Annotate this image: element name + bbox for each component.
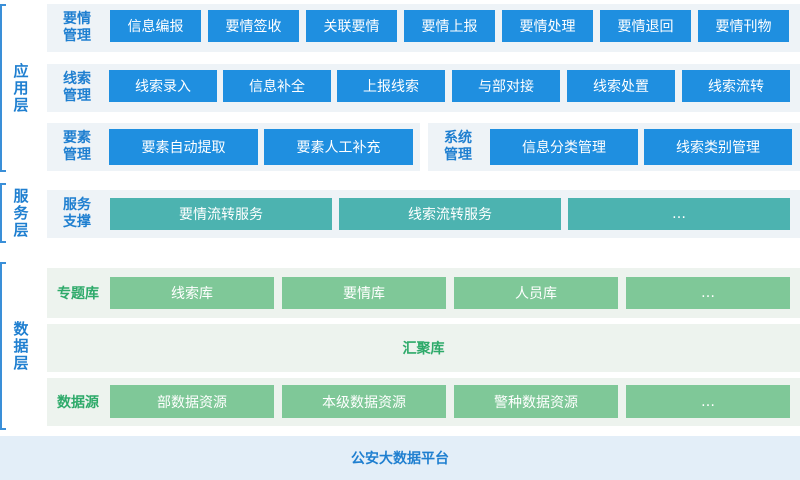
yaoqing-category: 要情 管理 xyxy=(63,11,91,44)
app-layer-bracket xyxy=(0,4,6,172)
xiansuo-item-0[interactable]: 线索录入 xyxy=(109,70,217,102)
yaoqing-item-4[interactable]: 要情处理 xyxy=(502,10,593,42)
topic-item-0[interactable]: 线索库 xyxy=(110,277,274,309)
xitong-category: 系统 管理 xyxy=(444,130,472,163)
topic-item-3[interactable]: … xyxy=(626,277,790,309)
xitong-item-1[interactable]: 线索类别管理 xyxy=(644,129,792,165)
service-layer-label: 服务层 xyxy=(11,187,30,239)
topic-item-1[interactable]: 要情库 xyxy=(282,277,446,309)
xitong-item-0[interactable]: 信息分类管理 xyxy=(490,129,638,165)
service-item-2[interactable]: … xyxy=(568,198,790,230)
xiansuo-item-1[interactable]: 信息补全 xyxy=(223,70,331,102)
pool-label: 汇聚库 xyxy=(402,341,445,357)
service-category: 服务 支撑 xyxy=(63,197,91,230)
data-layer-label: 数据层 xyxy=(11,320,30,372)
source-item-0[interactable]: 部数据资源 xyxy=(110,385,274,418)
service-layer-bracket xyxy=(0,183,6,243)
source-item-3[interactable]: … xyxy=(626,385,790,418)
yaoqing-item-5[interactable]: 要情退回 xyxy=(600,10,691,42)
xiansuo-item-2[interactable]: 上报线索 xyxy=(337,70,445,102)
yaoqing-item-0[interactable]: 信息编报 xyxy=(110,10,201,42)
data-layer-bracket xyxy=(0,262,6,430)
service-item-1[interactable]: 线索流转服务 xyxy=(339,198,561,230)
yaoqing-item-3[interactable]: 要情上报 xyxy=(404,10,495,42)
yaosu-item-1[interactable]: 要素人工补充 xyxy=(264,129,413,165)
xiansuo-category: 线索 管理 xyxy=(63,71,91,104)
source-category: 数据源 xyxy=(57,395,99,411)
xiansuo-item-5[interactable]: 线索流转 xyxy=(682,70,790,102)
xiansuo-item-4[interactable]: 线索处置 xyxy=(567,70,675,102)
yaosu-category: 要素 管理 xyxy=(63,130,91,163)
yaosu-item-0[interactable]: 要素自动提取 xyxy=(109,129,258,165)
topic-item-2[interactable]: 人员库 xyxy=(454,277,618,309)
yaoqing-item-2[interactable]: 关联要情 xyxy=(306,10,397,42)
pool-panel xyxy=(47,324,800,372)
topic-category: 专题库 xyxy=(57,286,99,302)
yaoqing-item-1[interactable]: 要情签收 xyxy=(208,10,299,42)
source-item-1[interactable]: 本级数据资源 xyxy=(282,385,446,418)
app-layer-label: 应用层 xyxy=(11,62,30,114)
yaoqing-item-6[interactable]: 要情刊物 xyxy=(698,10,789,42)
platform-bar: 公安大数据平台 xyxy=(0,436,800,480)
service-item-0[interactable]: 要情流转服务 xyxy=(110,198,332,230)
xiansuo-item-3[interactable]: 与部对接 xyxy=(452,70,560,102)
source-item-2[interactable]: 警种数据资源 xyxy=(454,385,618,418)
